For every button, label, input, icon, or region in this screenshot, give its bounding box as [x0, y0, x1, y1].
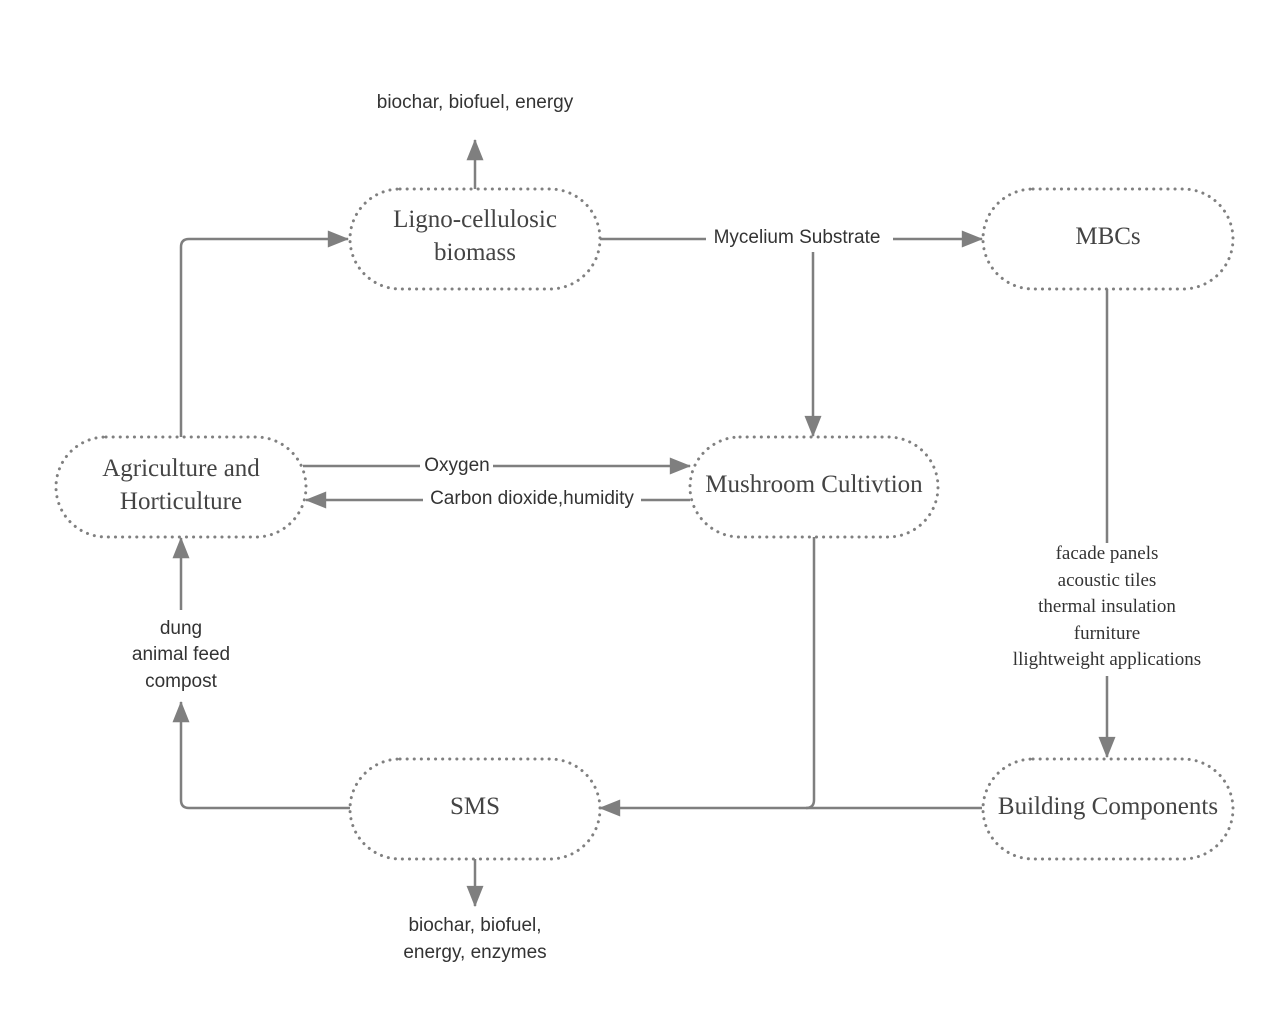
label-mycelium-substrate: Mycelium Substrate: [714, 227, 881, 248]
label-sms-outputs: biochar, biofuel, energy, enzymes: [403, 915, 546, 963]
label-line: energy, enzymes: [403, 942, 546, 963]
node-mushroom-cultivation: Mushroom Cultivtion: [688, 435, 940, 539]
label-line: biochar, biofuel,: [408, 915, 541, 936]
label-line: thermal insulation: [1038, 596, 1176, 617]
label-line: facade panels: [1056, 543, 1159, 564]
label-line: llightweight applications: [1013, 649, 1201, 670]
node-label-line: Horticulture: [120, 488, 242, 515]
node-ligno-cellulosic-biomass: Ligno-cellulosic biomass: [348, 187, 602, 291]
node-mbcs: MBCs: [981, 187, 1235, 291]
node-agriculture-horticulture: Agriculture and Horticulture: [54, 435, 308, 539]
label-line: animal feed: [132, 644, 230, 665]
edge-mushroom-to-sms: [598, 536, 816, 817]
node-label-line: Ligno-cellulosic: [393, 206, 557, 233]
node-label-line: Agriculture and: [102, 455, 260, 482]
edge-labels: biochar, biofuel, energy Mycelium Substr…: [132, 92, 1201, 963]
node-label-line: SMS: [450, 793, 500, 820]
label-line: dung: [160, 618, 202, 639]
label-line: compost: [145, 671, 218, 692]
edge-agriculture-to-biomass: [179, 230, 350, 437]
label-line: acoustic tiles: [1058, 570, 1157, 591]
label-biomass-outputs: biochar, biofuel, energy: [377, 92, 574, 113]
label-sms-to-agriculture: dung animal feed compost: [132, 618, 230, 692]
edge-sms-to-label: [172, 700, 350, 810]
label-mbc-applications: facade panels acoustic tiles thermal ins…: [1013, 543, 1201, 670]
node-label-line: MBCs: [1075, 223, 1140, 250]
nodes: Ligno-cellulosic biomass MBCs Agricultur…: [54, 187, 1235, 861]
label-line: furniture: [1074, 623, 1140, 644]
node-label-line: biomass: [434, 239, 516, 266]
node-label-line: Mushroom Cultivtion: [705, 471, 923, 498]
edges: [172, 138, 1116, 908]
node-building-components: Building Components: [981, 757, 1235, 861]
node-sms: SMS: [348, 757, 602, 861]
label-oxygen: Oxygen: [424, 455, 489, 476]
label-co2-humidity: Carbon dioxide,humidity: [430, 488, 634, 509]
node-label-line: Building Components: [998, 793, 1218, 820]
